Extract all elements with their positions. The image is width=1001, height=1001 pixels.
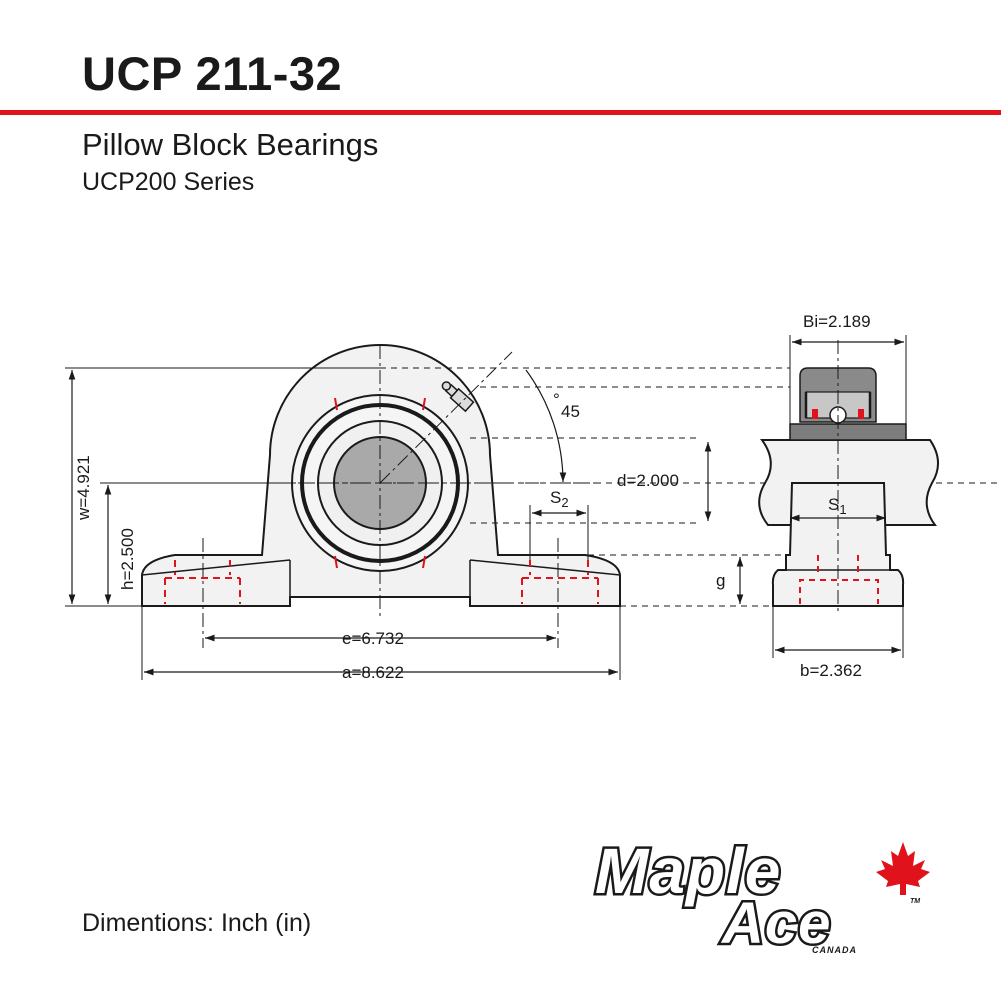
dim-w-label: w=4.921 [74,455,93,521]
dim-e-label: e=6.732 [342,629,404,648]
title-divider [0,110,1001,115]
dim-w: w=4.921 [65,367,380,607]
svg-text:S1: S1 [828,495,847,517]
logo-trademark: TM [910,898,920,905]
dim-d-label: d=2.000 [617,471,679,490]
front-view [141,344,621,648]
dim-bi-label: Bi=2.189 [803,312,871,331]
dim-angle-label: 45 [561,402,580,421]
hidden-bolt-hole-side [799,555,879,604]
dim-s2-letter: S [550,488,561,507]
dim-h: h=2.500 [100,482,275,604]
product-series: UCP200 Series [82,168,255,196]
hidden-bolt-hole-right [521,560,599,604]
dim-a: a=8.622 [141,606,621,682]
dim-bi: Bi=2.189 [789,312,907,424]
dim-s1-letter: S [828,495,839,514]
logo-line2: Ace [720,891,831,956]
dim-d: d=2.000 [617,442,712,521]
logo-line1: Maple [595,835,781,907]
dim-s1-sub: 1 [839,502,846,517]
bearing-insert [789,367,907,441]
dim-g: g [716,557,744,604]
maple-leaf-icon [876,842,930,895]
side-view [758,340,939,615]
logo-tagline: CANADA [812,945,857,955]
page-title: UCP 211-32 [82,47,343,100]
dim-a-label: a=8.622 [342,663,404,682]
dim-s1: S1 [790,495,886,522]
dim-g-label: g [716,571,725,590]
svg-text:°: ° [553,390,560,409]
hidden-mark-housing [334,397,426,569]
dim-b-label: b=2.362 [800,661,862,680]
svg-text:S2: S2 [550,488,569,510]
units-note: Dimentions: Inch (in) [82,909,312,937]
dim-s2-sub: 2 [561,495,568,510]
hidden-bolt-hole-left [164,560,241,604]
dim-h-label: h=2.500 [118,528,137,590]
dim-b: b=2.362 [772,606,904,680]
brand-logo: Maple Ace CANADA TM [593,833,930,959]
dim-s2: S2 [529,488,589,560]
dim-angle: ° 45 [525,369,580,483]
grease-fitting [441,381,475,413]
dim-e: e=6.732 [205,629,556,648]
product-subtitle: Pillow Block Bearings [82,127,379,162]
